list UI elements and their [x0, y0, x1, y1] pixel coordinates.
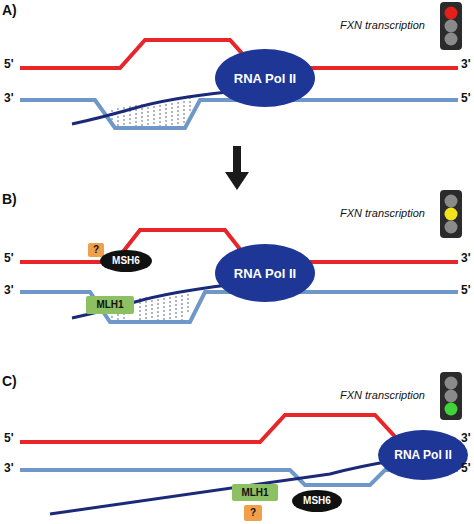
strand-end: 5' [4, 252, 14, 264]
protein-box: MLH1 [232, 484, 278, 501]
polymerase-ellipse-shape [378, 430, 468, 480]
unknown-factor-box: ? [88, 243, 104, 257]
traffic-light [440, 372, 462, 420]
strand-end: 5' [461, 284, 471, 296]
protein-ellipse-shape [100, 250, 152, 272]
node-text: MSH6 [112, 256, 140, 266]
polymerase-ellipse-shape [215, 49, 315, 107]
node-text: MLH1 [241, 488, 268, 498]
node-text: MSH6 [303, 496, 331, 506]
strand-end: 3' [4, 92, 14, 104]
polymerase-ellipse: RNA Pol II [215, 244, 315, 302]
polymerase-ellipse-shape [215, 244, 315, 302]
strand-end: 5' [4, 58, 14, 70]
strand-end: 3' [4, 284, 14, 296]
rna-transcript [72, 285, 228, 318]
strand-end: 3' [461, 432, 471, 444]
rna-transcript [50, 460, 398, 514]
strand-end: 5' [461, 462, 471, 474]
dna-template-strand [20, 100, 458, 128]
rna-transcript [72, 92, 228, 124]
caption-text: FXN transcription [340, 208, 425, 219]
protein-ellipse: MSH6 [100, 250, 152, 272]
protein-box-shape [232, 484, 278, 501]
node-text: RNA Pol II [394, 449, 452, 461]
node-text: RNA Pol II [234, 267, 296, 280]
caption-text: FXN transcription [340, 20, 425, 31]
caption-text: FXN transcription [340, 390, 425, 401]
panel-letter: C) [2, 374, 17, 388]
unknown-factor-box-shape [244, 505, 262, 521]
strand-end: 3' [461, 252, 471, 264]
down-arrow [225, 146, 249, 190]
protein-box-shape [86, 296, 134, 314]
panel-letter: A) [2, 3, 17, 17]
strand-end: 5' [461, 92, 471, 104]
panel-letter: B) [2, 192, 17, 206]
polymerase-ellipse: RNA Pol II [215, 49, 315, 107]
node-text: MLH1 [96, 300, 123, 310]
strand-end: 3' [461, 58, 471, 70]
unknown-factor-box: ? [244, 505, 262, 521]
polymerase-ellipse: RNA Pol II [378, 430, 468, 480]
traffic-light [440, 190, 462, 238]
node-text: RNA Pol II [234, 72, 296, 85]
node-text: ? [250, 508, 256, 518]
protein-ellipse-shape [292, 490, 342, 512]
protein-ellipse: MSH6 [292, 490, 342, 512]
traffic-light [440, 2, 462, 50]
strand-end: 3' [4, 462, 14, 474]
strand-end: 5' [4, 432, 14, 444]
unknown-factor-box-shape [88, 243, 104, 257]
protein-box: MLH1 [86, 296, 134, 314]
node-text: ? [93, 245, 99, 255]
